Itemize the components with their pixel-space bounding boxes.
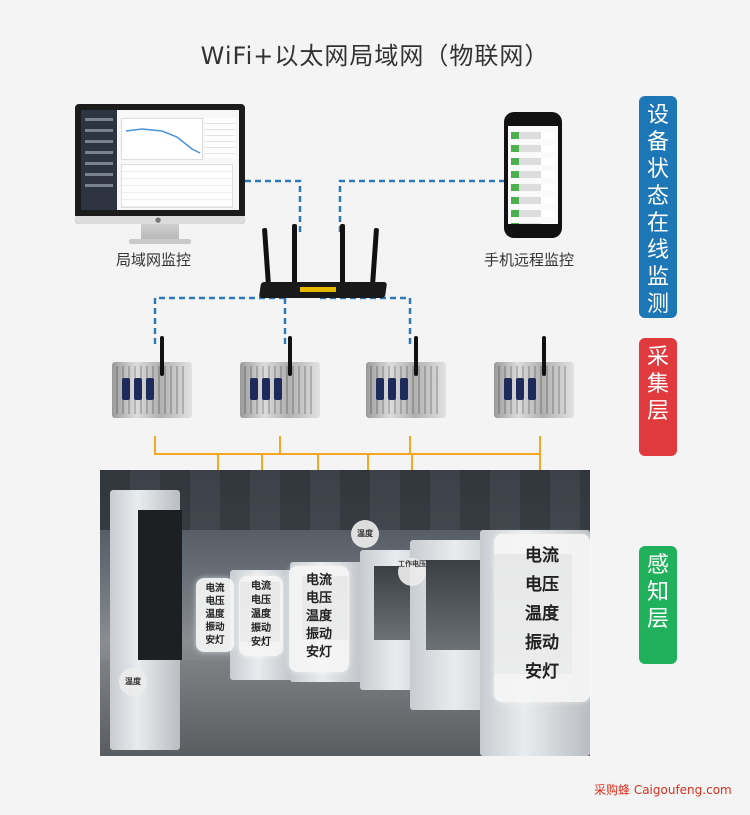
sensor-bubble-4: 电流电压温度振动安灯 — [494, 534, 590, 702]
watermark: 采购蜂 Caigoufeng.com — [594, 783, 732, 797]
antenna-icon — [288, 336, 292, 376]
sensor-bubble-3: 电流电压温度振动安灯 — [289, 566, 349, 672]
antenna-icon — [160, 336, 164, 376]
desktop-monitor: ● — [75, 104, 245, 246]
antenna-icon — [542, 336, 546, 376]
apple-logo-icon: ● — [155, 216, 162, 224]
data-collector-1 — [112, 336, 192, 418]
data-collector-2 — [240, 336, 320, 418]
line-router-coll1 — [153, 296, 285, 345]
data-collector-3 — [366, 336, 446, 418]
layer-label-collection: 采集层 — [639, 338, 677, 456]
layer-label-online-monitoring: 设备状态在线监测 — [639, 96, 677, 318]
phone-screen — [508, 126, 558, 224]
label-mobile-monitor: 手机远程监控 — [484, 251, 575, 269]
data-collector-4 — [494, 336, 574, 418]
sensor-bubble-1: 电流电压温度振动安灯 — [196, 578, 234, 652]
mobile-phone — [504, 112, 562, 238]
line-phone-router — [338, 179, 505, 232]
sensor-tag-temperature-left: 温度 — [119, 668, 147, 696]
line-monitor-router — [245, 179, 302, 232]
layer-label-perception: 感知层 — [639, 546, 677, 664]
wifi-router — [258, 224, 388, 306]
sensor-tag-temperature: 温度 — [351, 520, 379, 548]
monitor-screen — [81, 110, 239, 210]
line-router-coll3 — [320, 296, 412, 345]
sensor-bubble-2: 电流电压温度振动安灯 — [239, 576, 283, 656]
antenna-icon — [414, 336, 418, 376]
page-title: WiFi+以太网局域网（物联网） — [200, 42, 550, 70]
sensor-tag-work-voltage: 工作电压 — [398, 558, 426, 586]
label-lan-monitor: 局域网监控 — [116, 251, 192, 269]
